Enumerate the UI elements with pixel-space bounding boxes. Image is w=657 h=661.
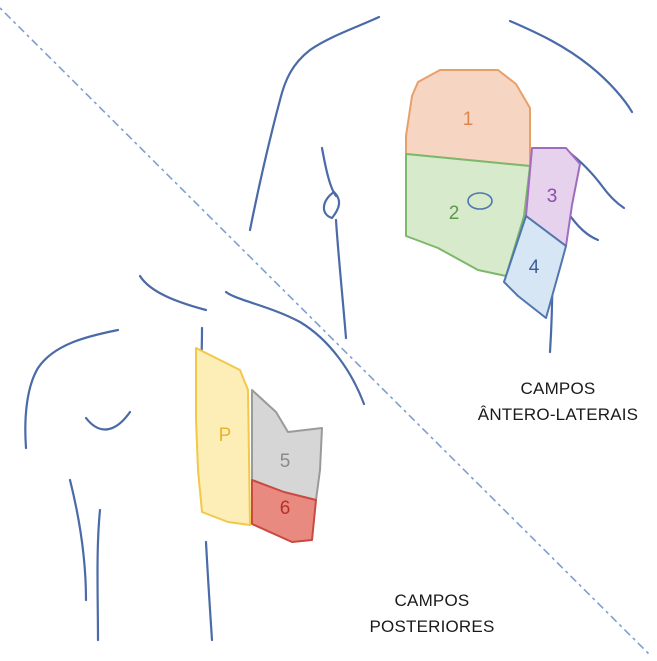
zone-p-label: P: [219, 425, 232, 446]
zone-4-label: 4: [529, 257, 540, 278]
zone-2-label: 2: [449, 203, 460, 224]
anterior-arm-fold: [324, 192, 339, 218]
posterior-back-left: [98, 510, 101, 640]
posterior-lower-right: [206, 542, 212, 640]
posterior-scapula-fold: [86, 412, 130, 429]
caption-posterior-line2: POSTERIORES: [352, 614, 512, 640]
anterior-neck-shoulder-left: [250, 17, 379, 230]
zone-5-label: 5: [280, 451, 291, 472]
caption-anterolateral-line2: ÂNTERO-LATERAIS: [468, 402, 648, 428]
zone-3-label: 3: [547, 186, 558, 207]
posterior-neck: [140, 276, 206, 310]
caption-anterolateral-line1: CAMPOS: [468, 376, 648, 402]
caption-posterior-line1: CAMPOS: [352, 588, 512, 614]
zone-1-label: 1: [463, 109, 474, 130]
anterior-body-left-edge: [322, 148, 336, 196]
anterior-flank: [336, 220, 346, 338]
posterior-arm-line: [70, 480, 86, 600]
zone-6-label: 6: [280, 498, 291, 519]
caption-posterior: CAMPOS POSTERIORES: [352, 588, 512, 640]
caption-anterolateral: CAMPOS ÂNTERO-LATERAIS: [468, 376, 648, 428]
posterior-zones: [196, 348, 322, 542]
anterior-shoulder-right: [510, 21, 632, 112]
